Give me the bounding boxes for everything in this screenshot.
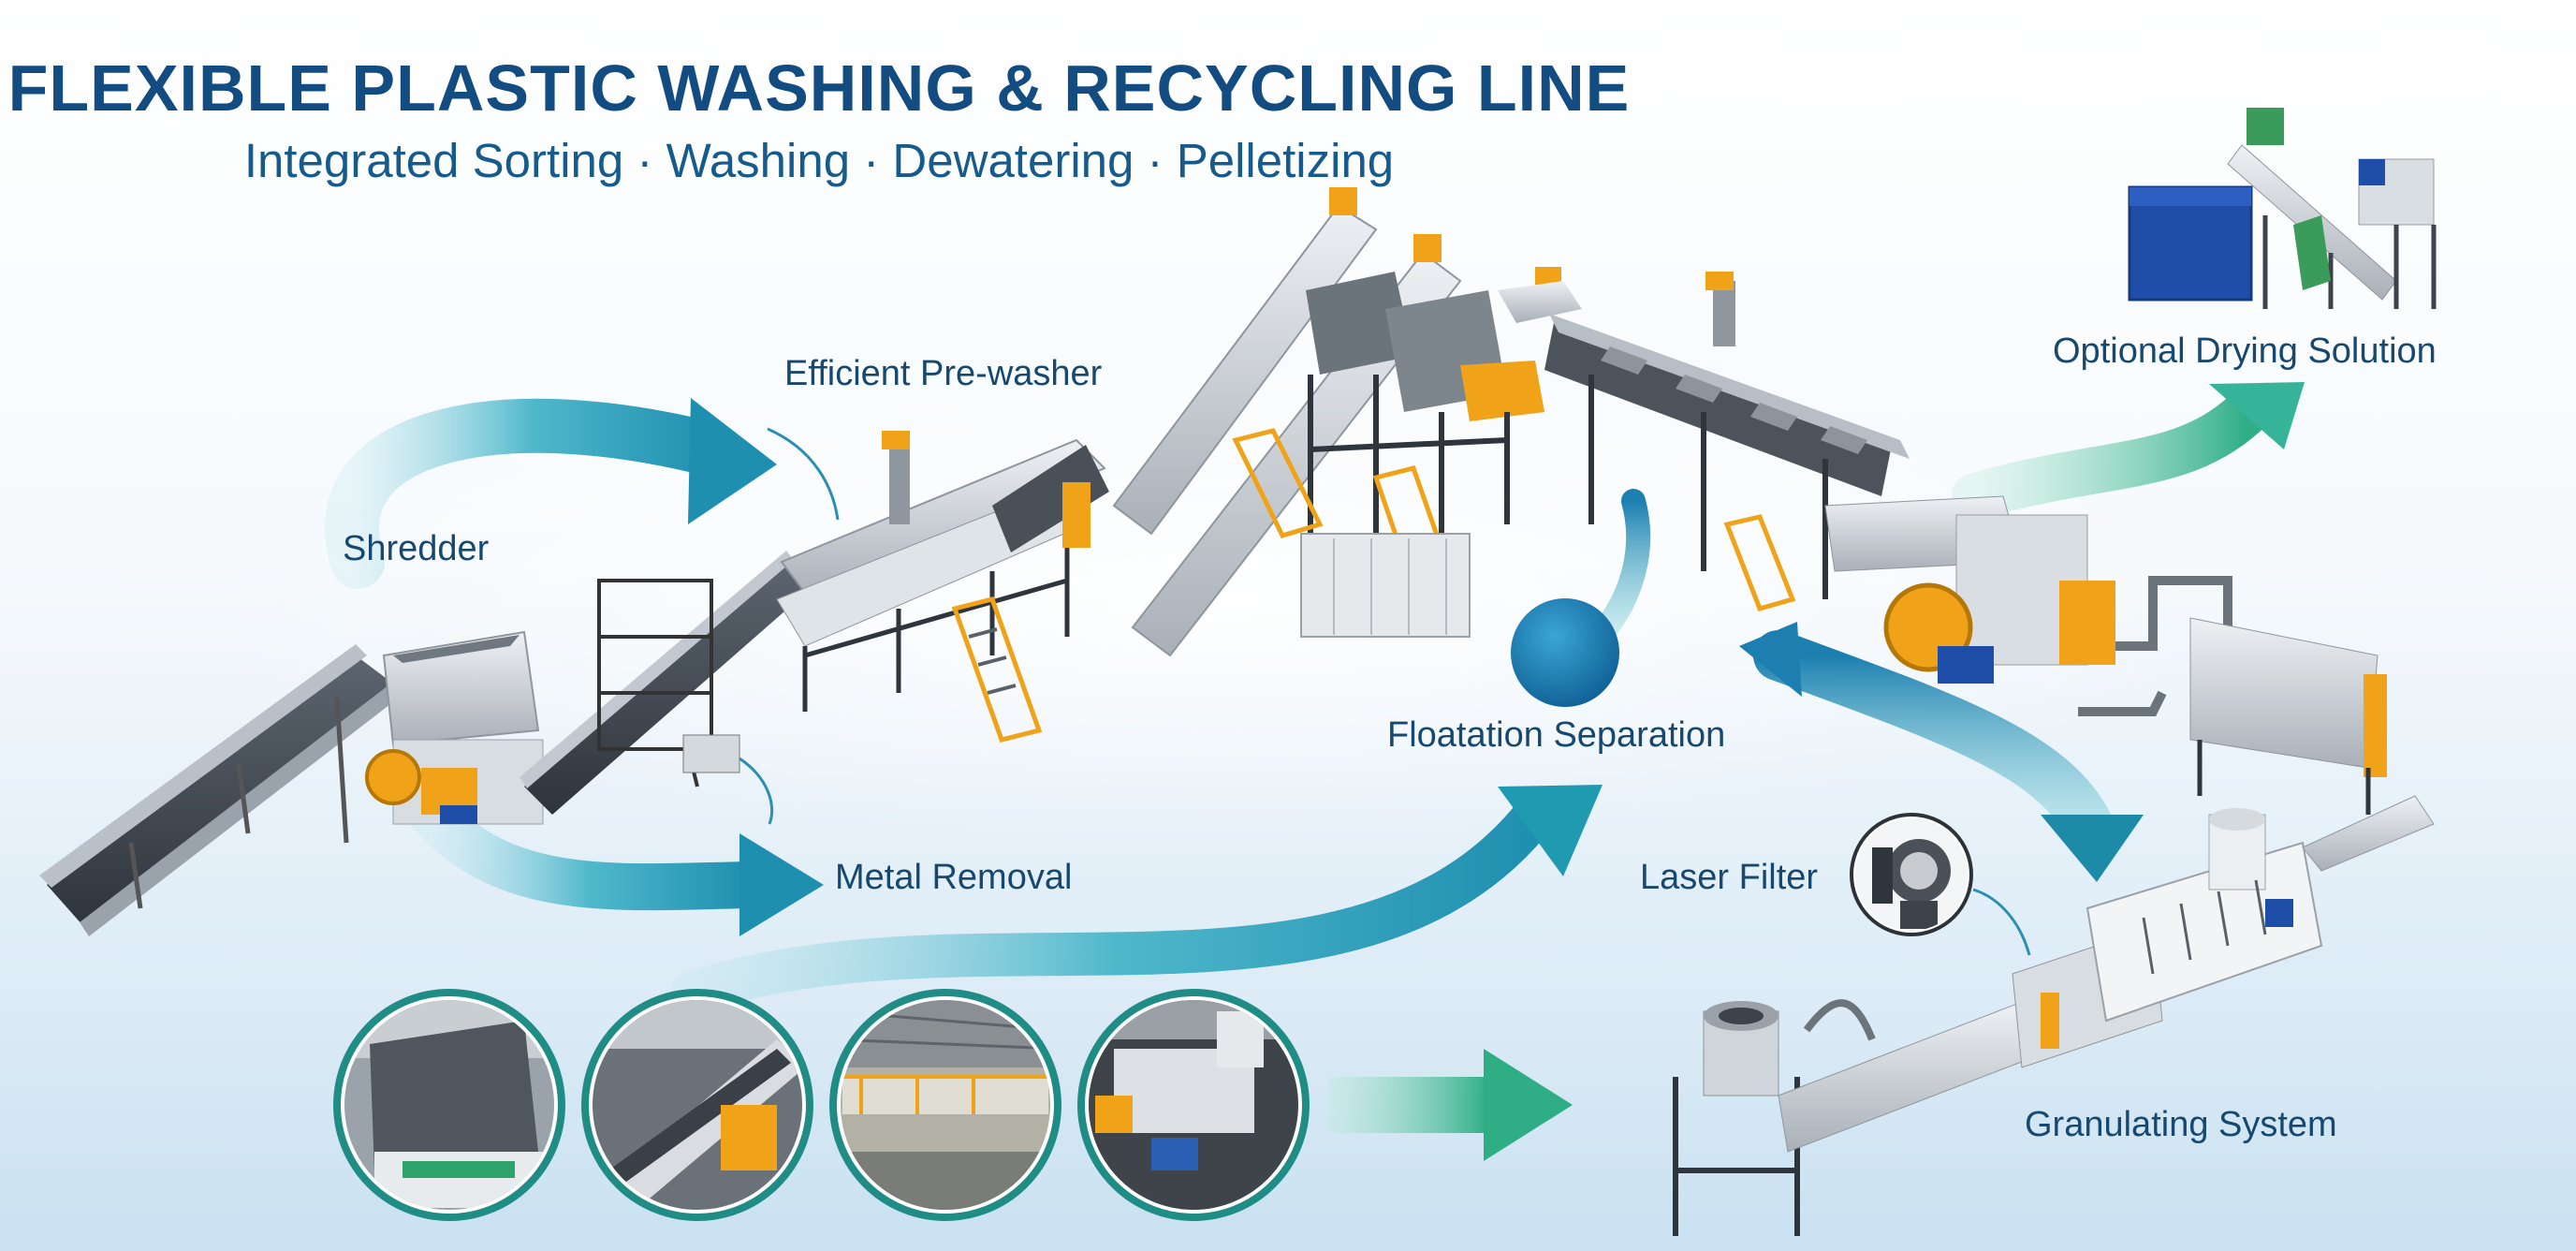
laser-filter-photo bbox=[1850, 813, 1973, 936]
label-floatation-separation: Floatation Separation bbox=[1387, 715, 1726, 755]
friction-washer-screws bbox=[1112, 187, 1582, 657]
label-shredder: Shredder bbox=[343, 529, 490, 568]
page-title: FLEXIBLE PLASTIC WASHING & RECYCLING LIN… bbox=[7, 52, 1631, 125]
label-laser-filter: Laser Filter bbox=[1640, 858, 1819, 897]
floatation-tank bbox=[1544, 272, 1910, 612]
arrow-to-drying bbox=[1952, 382, 2305, 520]
arrow-to-prewasher bbox=[325, 398, 777, 589]
label-granulating-system: Granulating System bbox=[2025, 1105, 2337, 1144]
label-metal-removal: Metal Removal bbox=[835, 858, 1073, 897]
shredder-machine bbox=[39, 630, 544, 936]
label-pre-washer: Efficient Pre-washer bbox=[784, 354, 1103, 393]
photo-thumbnail-conveyor bbox=[581, 989, 813, 1221]
metal-removal-conveyor bbox=[520, 551, 814, 815]
arrow-photos-to-granulating bbox=[1329, 1049, 1573, 1161]
arrow-to-metal-removal bbox=[407, 789, 824, 936]
arrow-down-from-prewasher bbox=[1593, 489, 1651, 641]
page-subtitle: Integrated Sorting · Washing · Dewaterin… bbox=[243, 134, 1395, 187]
photo-thumbnail-washing-line bbox=[829, 989, 1061, 1221]
granulating-system bbox=[1673, 795, 2435, 1236]
arrow-to-granulating bbox=[1739, 622, 2144, 882]
photo-thumbnail-shredder bbox=[333, 989, 565, 1221]
prewasher-machine bbox=[776, 431, 1109, 743]
drying-machine-illustration bbox=[2128, 108, 2437, 309]
label-optional-drying: Optional Drying Solution bbox=[2053, 331, 2437, 371]
photo-thumbnail-extruder bbox=[1077, 989, 1310, 1221]
arrow-to-floatation bbox=[671, 785, 1603, 1014]
squeezer-dryer bbox=[1824, 495, 2387, 815]
floatation-indicator-ball bbox=[1511, 598, 1619, 707]
